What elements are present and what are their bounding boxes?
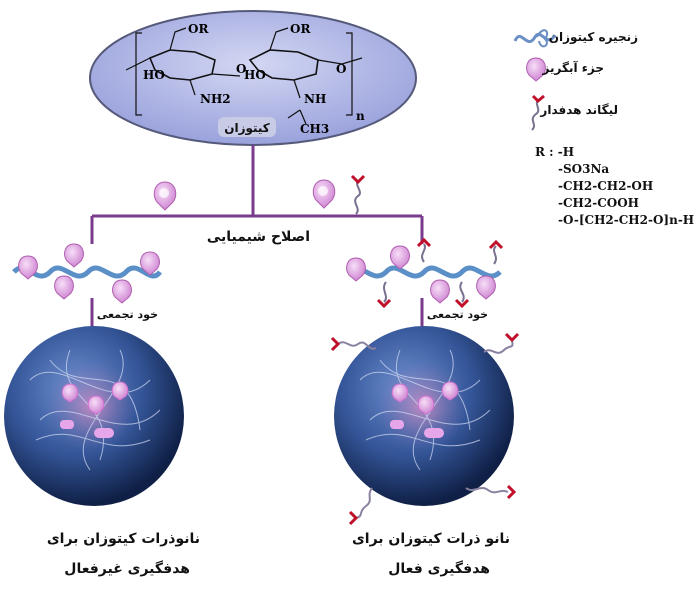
nh2-label: NH2 [200,92,231,106]
repeat-n-label: n [356,109,365,123]
chitosan-structure [89,10,417,146]
ho-left-label: HO [143,68,165,82]
left-modified-chain [12,243,163,304]
right-self-assembly-label: خود تجمعی [426,308,488,321]
r-group-item: -SO3Na [558,162,610,176]
hydrophobic-legend-icon [526,57,546,82]
nh-label: NH [304,92,326,106]
r-groups-list: -SO3Na -CH2-CH2-OH -CH2-COOH -O-[CH2-CH2… [558,162,694,230]
ch3-label: CH3 [300,122,329,136]
right-caption-line1: نانو ذرات کیتوزان برای [351,531,510,547]
legend-hydrophobic-label: جزء آبگریز [542,61,604,75]
or-left-label: OR [188,22,209,36]
active-nanoparticle [330,326,520,526]
r-group-item: -O-[CH2-CH2-O]n-H [558,213,695,227]
right-modified-chain [346,237,504,309]
hydrophobic-bead-left-icon [153,181,177,211]
r-group-item: -CH2-CH2-OH [558,179,654,193]
o-end-label: O [336,62,346,76]
modification-label: اصلاح شیمیایی [206,229,310,245]
or-right-label: OR [290,22,311,36]
o-bridge-label: O [236,62,246,76]
right-caption-line2: هدفگیری فعال [388,561,490,577]
legend-ligand-label: لیگاند هدفدار [540,103,618,117]
left-self-assembly-label: خود تجمعی [96,308,158,321]
connector-tree [90,145,424,244]
chitosan-label: کیتوزان [224,121,270,136]
passive-nanoparticle [4,326,184,506]
legend-chain-label: زنجیره کیتوزان [548,30,638,44]
ligand-icon [350,174,366,215]
left-caption-line1: نانوذرات کیتوزان برای [46,531,200,547]
r-group-item: -CH2-COOH [558,196,639,210]
ligand-legend-icon [531,94,545,131]
ho-right-label: HO [244,68,266,82]
chitosan-label-box [218,117,276,137]
chain-legend-icon [513,29,557,48]
left-caption-line2: هدفگیری غیرفعال [64,561,190,577]
hydrophobic-bead-right-icon [312,179,336,209]
r-groups-header: R : -H [535,145,575,159]
